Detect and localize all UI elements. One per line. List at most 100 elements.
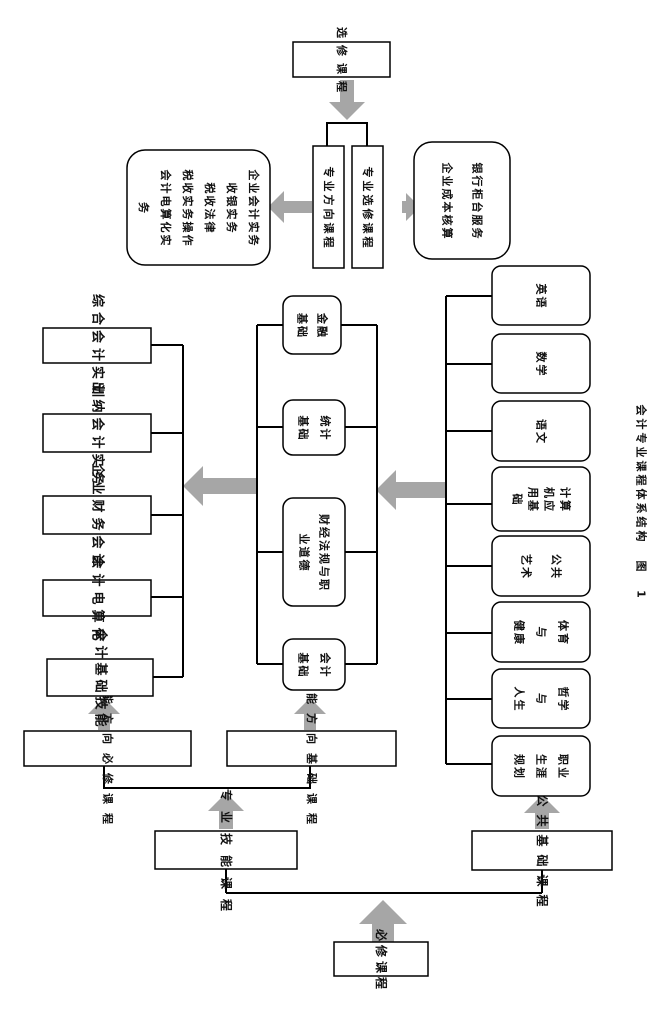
- svg-text:系: 系: [635, 503, 649, 514]
- svg-text:生: 生: [513, 700, 527, 711]
- svg-text:企: 企: [441, 162, 455, 175]
- svg-text:语: 语: [535, 419, 549, 430]
- svg-text:业: 业: [219, 811, 234, 823]
- svg-text:程: 程: [535, 894, 550, 906]
- svg-text:与: 与: [535, 627, 548, 638]
- svg-text:课: 课: [322, 223, 336, 235]
- svg-text:职: 职: [557, 754, 570, 765]
- svg-text:业: 业: [298, 534, 312, 545]
- svg-text:英: 英: [535, 283, 549, 296]
- svg-text:计: 计: [90, 573, 106, 586]
- svg-text:课: 课: [305, 793, 319, 805]
- svg-text:生: 生: [535, 754, 549, 765]
- svg-text:课: 课: [374, 961, 389, 974]
- svg-text:财: 财: [318, 513, 332, 525]
- svg-text:业: 业: [247, 183, 261, 194]
- svg-text:基: 基: [535, 833, 550, 847]
- svg-text:计: 计: [90, 348, 106, 361]
- svg-text:基: 基: [297, 415, 311, 428]
- svg-text:能: 能: [93, 713, 109, 726]
- svg-text:行: 行: [471, 175, 485, 187]
- svg-text:共: 共: [550, 567, 564, 578]
- svg-text:会: 会: [93, 628, 109, 642]
- svg-text:法: 法: [203, 209, 217, 220]
- svg-text:计: 计: [159, 183, 173, 194]
- svg-text:务: 务: [247, 235, 261, 247]
- svg-text:计: 计: [559, 487, 573, 498]
- svg-text:构: 构: [635, 531, 649, 542]
- public-item-6: 数学: [491, 333, 591, 394]
- svg-text:选: 选: [335, 27, 349, 38]
- svg-text:操: 操: [181, 222, 195, 234]
- svg-text:1: 1: [635, 590, 648, 598]
- svg-text:收: 收: [181, 183, 195, 194]
- public-item-5: 语文: [491, 400, 591, 462]
- svg-text:数: 数: [535, 352, 549, 364]
- svg-text:用: 用: [527, 487, 540, 498]
- svg-text:企: 企: [90, 462, 106, 477]
- svg-text:职: 职: [318, 579, 331, 590]
- svg-text:公: 公: [550, 554, 563, 565]
- svg-text:基: 基: [527, 499, 541, 512]
- svg-text:务: 务: [90, 517, 106, 531]
- svg-text:程: 程: [635, 475, 649, 486]
- connector-skills: [103, 766, 311, 789]
- svg-text:专: 专: [219, 789, 234, 801]
- svg-text:会: 会: [90, 535, 106, 549]
- svg-text:基: 基: [93, 661, 109, 676]
- svg-text:课: 课: [101, 793, 115, 805]
- svg-text:实: 实: [181, 196, 195, 207]
- arrow-elective-right: [402, 193, 420, 221]
- svg-text:计: 计: [319, 666, 333, 677]
- svg-text:能: 能: [219, 855, 234, 867]
- svg-text:算: 算: [159, 208, 173, 220]
- svg-text:课: 课: [219, 877, 234, 890]
- svg-text:柜: 柜: [471, 188, 485, 200]
- svg-text:税: 税: [181, 170, 195, 181]
- svg-text:础: 础: [297, 429, 311, 440]
- svg-text:向: 向: [322, 209, 336, 220]
- svg-text:道: 道: [298, 547, 312, 558]
- svg-text:务: 务: [471, 228, 485, 240]
- svg-text:语: 语: [535, 297, 549, 308]
- svg-text:方: 方: [305, 713, 319, 724]
- svg-text:技: 技: [219, 833, 234, 846]
- svg-text:计: 计: [635, 419, 649, 430]
- skill-required-box: 技能方向必修课程: [23, 673, 192, 824]
- svg-text:方: 方: [101, 713, 115, 724]
- arrow-skill-required-up: [88, 698, 120, 730]
- svg-text:程: 程: [322, 237, 336, 248]
- svg-text:业: 业: [322, 181, 336, 192]
- svg-text:向: 向: [305, 733, 319, 744]
- svg-text:文: 文: [535, 432, 549, 444]
- svg-text:算: 算: [441, 227, 455, 239]
- svg-text:实: 实: [159, 235, 173, 246]
- svg-text:必: 必: [374, 928, 389, 941]
- svg-text:银: 银: [471, 163, 485, 175]
- svg-text:课: 课: [535, 874, 550, 887]
- svg-text:方: 方: [322, 195, 336, 206]
- svg-text:实: 实: [247, 222, 261, 233]
- svg-text:专: 专: [322, 167, 336, 178]
- svg-text:台: 台: [471, 202, 485, 213]
- svg-text:人: 人: [513, 687, 527, 699]
- svg-text:础: 础: [296, 326, 310, 337]
- svg-text:应: 应: [543, 500, 557, 511]
- svg-text:会: 会: [247, 196, 261, 208]
- arrow-public-to-basic: [376, 470, 446, 510]
- svg-text:与: 与: [535, 693, 548, 704]
- svg-text:图: 图: [635, 561, 648, 572]
- svg-text:修: 修: [361, 208, 375, 221]
- svg-text:会: 会: [90, 555, 106, 569]
- svg-text:务: 务: [225, 222, 239, 234]
